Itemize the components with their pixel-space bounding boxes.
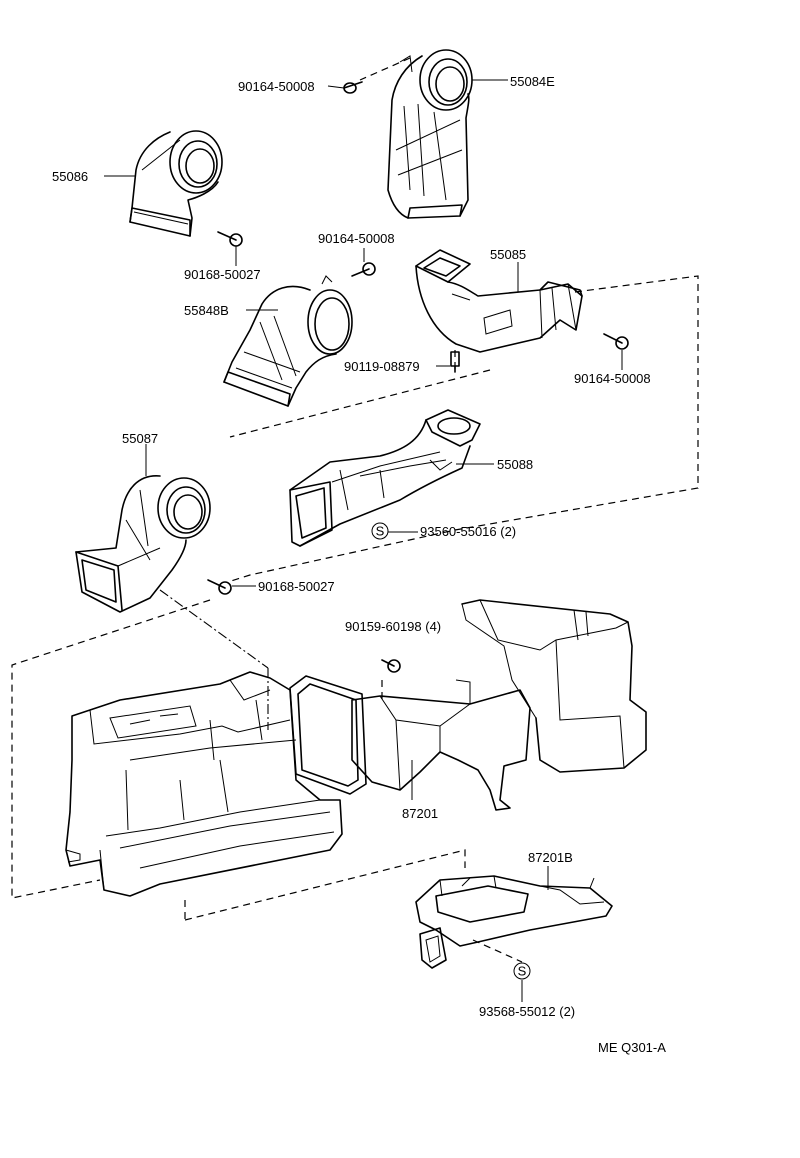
part-number-label: 55848B bbox=[184, 303, 229, 318]
part-number-label: 90159-60198 (4) bbox=[345, 619, 441, 634]
seal-symbol: S bbox=[371, 522, 389, 540]
elbow-55848b bbox=[223, 275, 353, 407]
part-number-label: 55085 bbox=[490, 247, 526, 262]
part-number-label: 93560-55016 (2) bbox=[420, 524, 516, 539]
case-87201b bbox=[415, 875, 613, 969]
part-number-label: 90164-50008 bbox=[574, 371, 651, 386]
clip-icon bbox=[450, 351, 460, 373]
part-number-label: 55084E bbox=[510, 74, 555, 89]
screw-icon bbox=[217, 231, 243, 247]
heater-unit-87201 bbox=[65, 599, 647, 897]
alignment-lines bbox=[11, 57, 699, 963]
elbow-55086 bbox=[129, 130, 223, 237]
part-number-label: 90164-50008 bbox=[318, 231, 395, 246]
part-number-label: 55086 bbox=[52, 169, 88, 184]
seal-symbol: S bbox=[513, 962, 531, 980]
duct-55084e bbox=[387, 49, 473, 219]
part-number-label: 87201 bbox=[402, 806, 438, 821]
seal-symbol-label: S bbox=[518, 964, 527, 979]
seal-symbol-label: S bbox=[376, 524, 385, 539]
part-number-label: 90119-08879 bbox=[344, 359, 420, 374]
part-number-label: 90164-50008 bbox=[238, 79, 315, 94]
part-number-label: 55088 bbox=[497, 457, 533, 472]
part-number-label: 93568-55012 (2) bbox=[479, 1004, 575, 1019]
duct-55085 bbox=[415, 249, 583, 353]
leader-lines bbox=[104, 79, 623, 1002]
screw-icon bbox=[381, 659, 401, 673]
screw-icon bbox=[351, 262, 376, 277]
diagram-reference-code: ME Q301-A bbox=[598, 1040, 666, 1055]
part-labels: 90164-50008 55084E 55086 90168-50027 901… bbox=[52, 74, 651, 1019]
part-number-label: 90168-50027 bbox=[258, 579, 335, 594]
part-number-label: 55087 bbox=[122, 431, 158, 446]
screw-icon bbox=[207, 579, 232, 595]
part-number-label: 87201B bbox=[528, 850, 573, 865]
screw-icon bbox=[603, 333, 629, 350]
duct-55087 bbox=[75, 475, 211, 613]
duct-55088 bbox=[289, 409, 481, 547]
screw-icon bbox=[343, 81, 363, 94]
part-number-label: 90168-50027 bbox=[184, 267, 261, 282]
